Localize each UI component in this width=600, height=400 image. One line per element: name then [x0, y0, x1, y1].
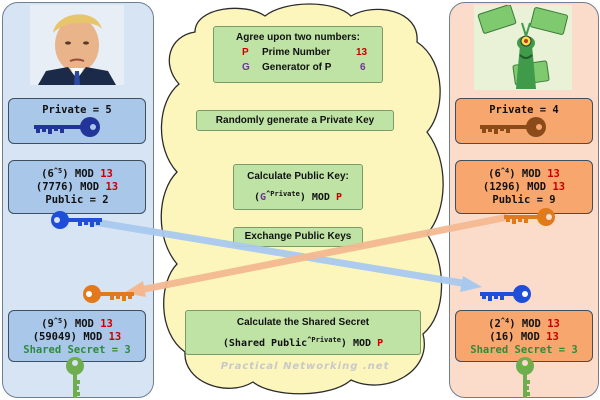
right-calc-line2: (1296) MOD 13 [482, 181, 566, 193]
generator-symbol: G [242, 62, 250, 73]
shared-secret-step-box: Calculate the Shared Secret (Shared Publ… [185, 310, 421, 355]
blue-exchange-arrow [87, 217, 469, 288]
right-shared-secret: Shared Secret = 3 [470, 344, 578, 356]
right-shared-key-icon [516, 357, 534, 398]
right-shared-box: (2^4) MOD 13 (16) MOD 13 Shared Secret =… [455, 310, 593, 362]
shared-step-formula: (Shared Public^Private) MOD P [222, 336, 384, 349]
received-blue-key-icon [480, 285, 531, 303]
prime-symbol: P [242, 47, 249, 58]
left-public-value: Public = 2 [45, 194, 109, 206]
calc-public-formula: (G^Private) MOD P [254, 190, 342, 203]
received-orange-key-icon [83, 285, 134, 303]
generate-private-box: Randomly generate a Private Key [196, 110, 394, 131]
generator-label: Generator of P [262, 62, 332, 73]
prime-value: 13 [356, 47, 368, 58]
left-private-key-icon [34, 117, 100, 137]
exchange-label: Exchange Public Keys [244, 231, 352, 242]
left-public-calc-box: (6^5) MOD 13 (7776) MOD 13 Public = 2 [8, 160, 146, 214]
right-shared-line2: (16) MOD 13 [489, 331, 559, 343]
left-calc-line2: (7776) MOD 13 [35, 181, 119, 193]
calc-public-title: Calculate Public Key: [247, 171, 349, 182]
blue-arrowhead [460, 276, 482, 292]
left-shared-line2: (59049) MOD 13 [32, 331, 122, 343]
right-public-key-icon [504, 208, 555, 226]
agree-title: Agree upon two numbers: [236, 32, 360, 43]
left-public-key-icon [51, 211, 102, 229]
shared-step-title: Calculate the Shared Secret [236, 317, 370, 328]
calc-public-box: Calculate Public Key: (G^Private) MOD P [233, 164, 363, 210]
right-private-key-icon [480, 117, 546, 137]
left-person-portrait [30, 5, 124, 85]
right-private-label: Private = 4 [489, 104, 559, 116]
right-calc-line1: (6^4) MOD 13 [488, 167, 560, 180]
generator-value: 6 [360, 62, 366, 73]
right-public-value: Public = 9 [492, 194, 556, 206]
left-shared-box: (9^5) MOD 13 (59049) MOD 13 Shared Secre… [8, 310, 146, 362]
left-shared-key-icon [66, 357, 84, 398]
right-character-portrait [474, 5, 572, 90]
exchange-box: Exchange Public Keys [233, 227, 363, 247]
left-private-box: Private = 5 [8, 98, 146, 144]
left-shared-line1: (9^5) MOD 13 [41, 317, 113, 330]
right-public-calc-box: (6^4) MOD 13 (1296) MOD 13 Public = 9 [455, 160, 593, 214]
prime-label: Prime Number [262, 47, 331, 58]
left-calc-line1: (6^5) MOD 13 [41, 167, 113, 180]
brand-watermark: Practical Networking .net [220, 361, 390, 372]
left-shared-secret: Shared Secret = 3 [23, 344, 131, 356]
orange-exchange-arrow [139, 213, 509, 294]
generate-private-label: Randomly generate a Private Key [215, 115, 375, 126]
right-shared-line1: (2^4) MOD 13 [488, 317, 560, 330]
right-private-box: Private = 4 [455, 98, 593, 144]
agree-numbers-box: Agree upon two numbers: P Prime Number 1… [213, 26, 383, 83]
left-private-label: Private = 5 [42, 104, 112, 116]
